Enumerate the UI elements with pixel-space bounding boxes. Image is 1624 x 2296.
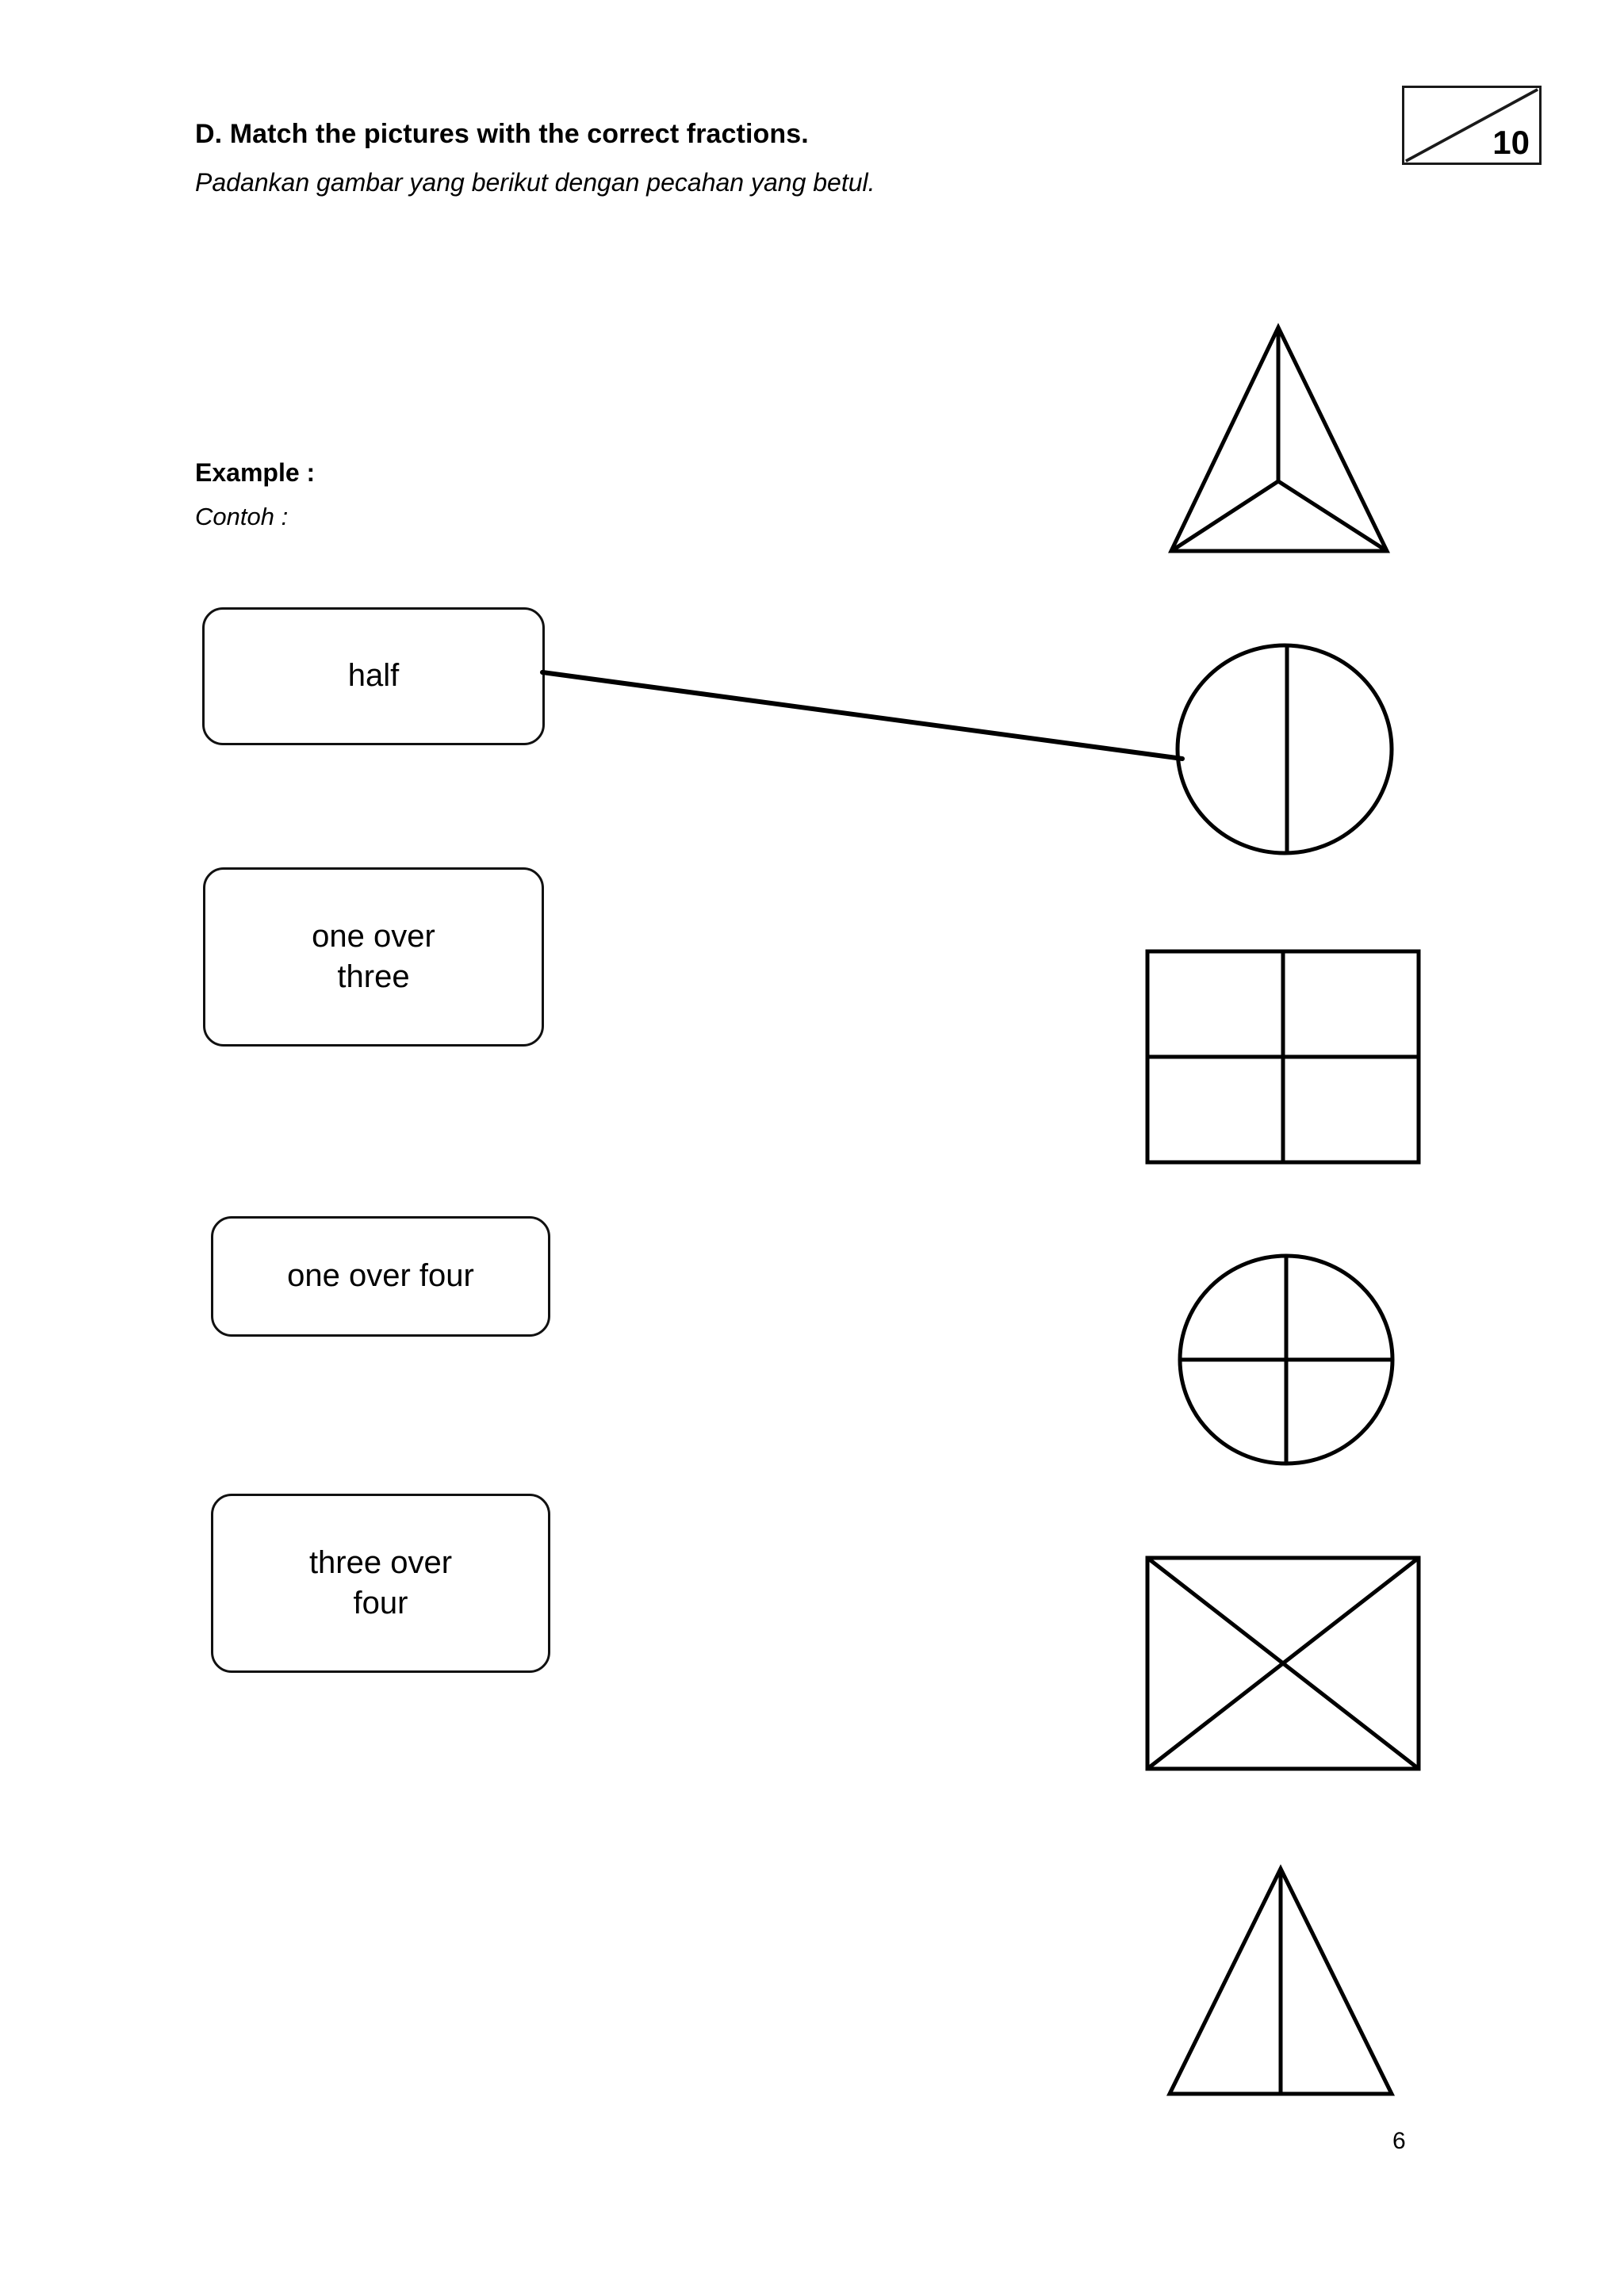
- connector-half-to-circle: [540, 670, 1185, 761]
- figure-circle-divided-in-quarters[interactable]: [1167, 1245, 1405, 1475]
- diagonal-slash-icon: [1404, 88, 1539, 163]
- fraction-card-line1: one over four: [287, 1258, 474, 1294]
- figure-triangle-divided-in-thirds[interactable]: [1154, 313, 1408, 567]
- fraction-card-line2: three: [337, 959, 410, 994]
- fraction-card-line1: one over: [312, 918, 435, 954]
- figure-square-divided-by-diagonals[interactable]: [1134, 1546, 1431, 1780]
- figure-triangle-divided-in-half[interactable]: [1156, 1859, 1406, 2109]
- fraction-card-line1: three over: [308, 1544, 453, 1580]
- instruction-english: D. Match the pictures with the correct f…: [195, 119, 809, 149]
- page-number: 6: [1392, 2128, 1406, 2154]
- figure-square-divided-in-quarters-grid[interactable]: [1134, 939, 1431, 1173]
- fraction-card-half[interactable]: half: [202, 607, 545, 745]
- fraction-card-line2: four: [353, 1586, 408, 1621]
- fraction-card-three-over-four[interactable]: three over four: [211, 1494, 550, 1673]
- fraction-card-one-over-three[interactable]: one over three: [203, 867, 544, 1047]
- instruction-malay: Padankan gambar yang berikut dengan peca…: [195, 168, 875, 197]
- figure-circle-divided-in-half[interactable]: [1166, 634, 1404, 864]
- example-label-english: Example :: [195, 458, 316, 487]
- fraction-card-line1: half: [347, 658, 400, 694]
- example-label-malay: Contoh :: [195, 503, 289, 530]
- fraction-card-one-over-four[interactable]: one over four: [211, 1216, 550, 1337]
- score-box: 10: [1402, 86, 1542, 165]
- score-total: 10: [1492, 124, 1530, 161]
